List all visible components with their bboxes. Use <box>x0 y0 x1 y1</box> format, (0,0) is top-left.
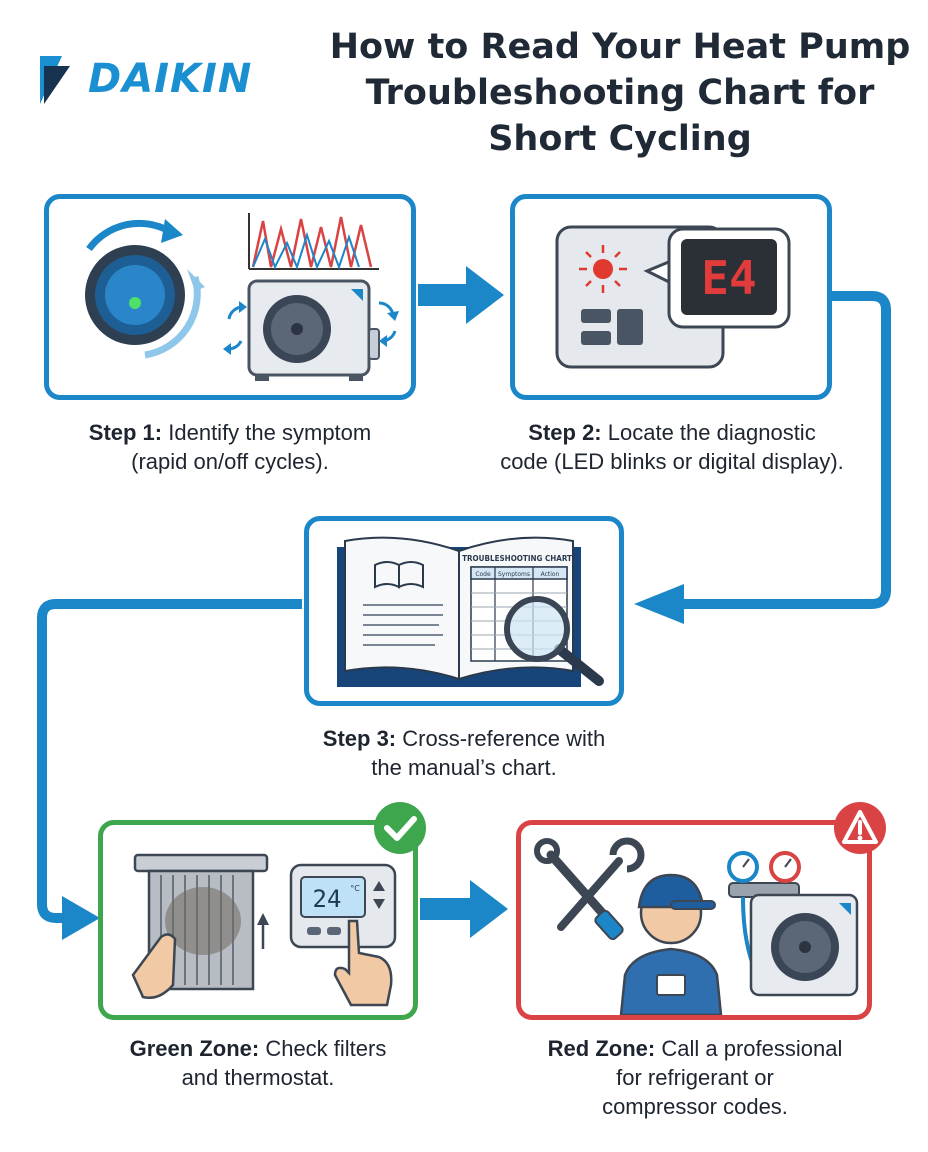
thermostat-reading: 24 <box>313 885 342 913</box>
chart-col-symptoms: Symptoms <box>498 571 530 578</box>
red-zone-text-line-1: Call a professional <box>661 1036 843 1061</box>
thermostat-dial-icon <box>85 245 185 345</box>
arrow-step1-to-step2 <box>418 266 504 324</box>
step1-illustration <box>85 213 399 381</box>
open-book-small-icon <box>374 561 424 589</box>
step2-caption: Step 2: Locate the diagnostic code (LED … <box>452 418 892 476</box>
daikin-logo: DAIKIN <box>40 54 300 106</box>
red-zone-panel <box>516 820 872 1020</box>
green-zone-caption: Green Zone: Check filters and thermostat… <box>80 1034 436 1092</box>
arrow-green-to-red <box>420 880 508 938</box>
hand-holding-filter-icon <box>131 933 177 999</box>
green-zone-label: Green Zone: <box>129 1036 260 1061</box>
wrench-screwdriver-icon <box>534 837 645 941</box>
step3-text-line-2: the manual’s chart. <box>371 755 557 780</box>
thermostat-unit: °C <box>350 884 360 893</box>
outdoor-unit-icon <box>247 279 380 381</box>
step3-caption: Step 3: Cross-reference with the manual’… <box>260 724 668 782</box>
chart-col-code: Code <box>475 571 491 578</box>
chart-col-action: Action <box>541 571 560 578</box>
blinking-led-icon <box>579 245 627 293</box>
step2-text-line-1: Locate the diagnostic <box>607 420 816 445</box>
page-title: How to Read Your Heat Pump Troubleshooti… <box>320 24 920 162</box>
step1-text-line-2: (rapid on/off cycles). <box>131 449 329 474</box>
daikin-logo-text: DAIKIN <box>88 56 253 102</box>
green-zone-panel: 24 °C <box>98 820 418 1020</box>
step2-label: Step 2: <box>528 420 602 445</box>
step1-label: Step 1: <box>88 420 163 445</box>
step1-caption: Step 1: Identify the symptom (rapid on/o… <box>40 418 420 476</box>
short-cycle-graph-icon <box>248 213 379 270</box>
error-code-text: E4 <box>701 251 756 305</box>
title-line-2: Troubleshooting Chart for <box>365 73 875 113</box>
red-zone-illustration <box>534 837 859 1015</box>
step2-panel: E4 <box>510 194 832 400</box>
green-zone-text-line-1: Check filters <box>265 1036 387 1061</box>
chart-heading-text: TROUBLESHOOTING CHART <box>462 554 572 563</box>
title-line-3: Short Cycling <box>488 119 752 159</box>
cycle-arrows-icon <box>86 219 205 359</box>
green-zone-text-line-2: and thermostat. <box>181 1065 335 1090</box>
red-zone-text-line-2: for refrigerant or <box>616 1065 774 1090</box>
checkmark-badge-icon <box>374 802 426 854</box>
outdoor-unit-red-icon <box>749 893 859 997</box>
up-arrow-icon <box>257 913 269 949</box>
daikin-logo-mark-icon <box>40 56 70 104</box>
connector-step2-to-step3 <box>634 291 891 624</box>
green-zone-illustration: 24 °C <box>131 853 397 1007</box>
magnifying-glass-icon <box>504 596 604 686</box>
thermostat-icon: 24 °C <box>289 863 397 949</box>
red-zone-label: Red Zone: <box>547 1036 656 1061</box>
red-zone-caption: Red Zone: Call a professional for refrig… <box>500 1034 890 1121</box>
step3-text-line-1: Cross-reference with <box>402 726 606 751</box>
step2-text-line-2: code (LED blinks or digital display). <box>500 449 844 474</box>
step3-illustration: TROUBLESHOOTING CHART Code Symptoms Acti… <box>337 536 604 687</box>
warning-badge-icon <box>834 802 886 854</box>
pressing-finger-icon <box>333 919 393 1007</box>
technician-icon <box>619 873 723 1015</box>
red-zone-text-line-3: compressor codes. <box>602 1094 788 1119</box>
step3-panel: TROUBLESHOOTING CHART Code Symptoms Acti… <box>304 516 624 706</box>
step2-illustration: E4 <box>555 225 791 369</box>
airflow-arrows-icon <box>223 301 399 355</box>
title-line-1: How to Read Your Heat Pump <box>329 27 911 67</box>
step1-panel <box>44 194 416 400</box>
step3-label: Step 3: <box>322 726 397 751</box>
connector-step3-to-green <box>37 599 302 940</box>
digital-display-icon: E4 <box>643 227 791 329</box>
step1-text-line-1: Identify the symptom <box>168 420 372 445</box>
